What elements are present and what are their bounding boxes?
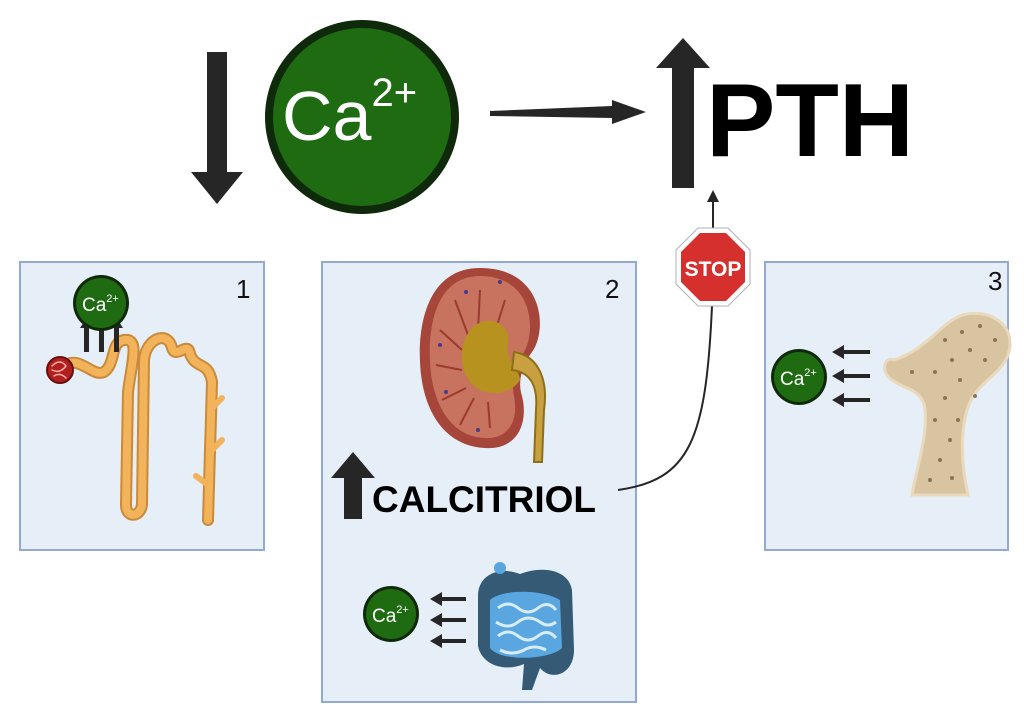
calcium-ion-icon: Ca2+ bbox=[363, 586, 419, 642]
nephron-icon bbox=[46, 332, 225, 526]
calcium-charge: 2+ bbox=[371, 71, 417, 115]
up-arrow-icon bbox=[656, 38, 710, 188]
panel-nephron: 1 Ca2+ bbox=[19, 261, 265, 551]
calcium-ion-icon: Ca2+ bbox=[265, 20, 459, 214]
panel-kidney-intestine: 2 CALCITRIOL bbox=[321, 261, 637, 703]
svg-text:Ca2+: Ca2+ bbox=[780, 367, 817, 390]
calcium-label: Ca2+ bbox=[282, 71, 417, 155]
right-arrow-icon bbox=[490, 100, 646, 124]
svg-text:Ca2+: Ca2+ bbox=[82, 293, 119, 316]
panel-number: 2 bbox=[605, 274, 619, 304]
stop-label: STOP bbox=[685, 258, 742, 281]
feedback-arrowhead bbox=[707, 190, 719, 202]
up-arrow-icon bbox=[331, 452, 375, 519]
panel-number: 3 bbox=[988, 266, 1002, 296]
calcium-ion-icon: Ca2+ bbox=[73, 275, 129, 331]
panel-number: 1 bbox=[236, 274, 250, 304]
absorption-arrows bbox=[430, 592, 466, 648]
panel-bone: 3 Ca2+ bbox=[764, 261, 1012, 551]
intestine-icon bbox=[478, 562, 574, 690]
release-arrows bbox=[832, 345, 870, 407]
femur-bone-icon bbox=[883, 311, 1012, 497]
feedback-connector bbox=[617, 200, 714, 491]
stop-sign-icon: STOP bbox=[675, 227, 751, 307]
svg-text:Ca2+: Ca2+ bbox=[372, 604, 409, 627]
down-arrow-icon bbox=[191, 52, 243, 204]
pth-label: PTH bbox=[706, 63, 914, 179]
calcitriol-label: CALCITRIOL bbox=[372, 479, 596, 520]
calcium-ion-icon: Ca2+ bbox=[771, 349, 827, 405]
kidney-icon bbox=[419, 268, 546, 463]
